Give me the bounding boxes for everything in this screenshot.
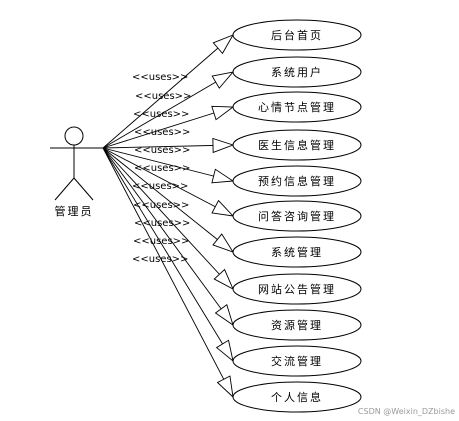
use-case-5: 预约信息管理: [232, 165, 362, 197]
use-case-2: 系统用户: [232, 56, 362, 88]
uses-relation-label: <<uses>>: [134, 127, 190, 138]
arrow-head: [211, 168, 235, 184]
association-line: [102, 106, 234, 149]
use-case-label: 预约信息管理: [258, 174, 336, 188]
use-cases: 后台首页系统用户心情节点管理医生信息管理预约信息管理问答咨询管理系统管理网站公告…: [232, 19, 362, 413]
association-line: [102, 34, 234, 149]
use-case-label: 资源管理: [271, 318, 323, 332]
uses-relation-label: <<uses>>: [135, 91, 191, 102]
actor-leg-left: [54, 177, 75, 201]
use-case-7: 系统管理: [232, 236, 362, 268]
association-line: [102, 71, 234, 149]
use-case-label: 个人信息: [271, 390, 323, 404]
uses-relation-label: <<uses>>: [132, 254, 188, 265]
use-case-label: 心情节点管理: [258, 100, 336, 114]
use-case-label: 网站公告管理: [258, 282, 336, 296]
actor-head: [64, 126, 84, 146]
use-case-1: 后台首页: [232, 19, 362, 51]
use-case-ellipse: [232, 91, 362, 123]
use-case-9: 资源管理: [232, 309, 362, 341]
arrow-head: [212, 233, 235, 253]
use-case-10: 交流管理: [232, 345, 362, 377]
association-line: [102, 147, 234, 398]
use-case-ellipse: [232, 236, 362, 268]
uses-relation-label: <<uses>>: [133, 109, 189, 120]
relation-labels: <<uses>> <<uses>> <<uses>> <<uses>> <<uses>>…: [132, 72, 191, 265]
association-line: [102, 147, 234, 362]
use-case-ellipse: [232, 309, 362, 341]
use-case-ellipse: [232, 129, 362, 161]
use-case-ellipse: [232, 273, 362, 305]
arrow-heads: [211, 34, 235, 399]
use-case-label: 系统管理: [271, 245, 323, 259]
watermark: CSDN @Weixin_DZbishe: [358, 407, 455, 416]
use-case-ellipse: [232, 165, 362, 197]
arrow-head: [214, 303, 234, 327]
association-lines: [102, 34, 234, 398]
arrow-head: [216, 375, 234, 399]
uses-relation-label: <<uses>>: [134, 145, 190, 156]
use-case-4: 医生信息管理: [232, 129, 362, 161]
arrow-head: [211, 199, 235, 217]
uses-relation-label: <<uses>>: [133, 200, 189, 211]
use-case-ellipse: [232, 56, 362, 88]
association-line: [102, 147, 234, 217]
uses-relation-label: <<uses>>: [134, 163, 190, 174]
use-case-ellipse: [232, 19, 362, 51]
use-case-3: 心情节点管理: [232, 91, 362, 123]
use-case-label: 系统用户: [271, 65, 323, 79]
use-case-6: 问答咨询管理: [232, 200, 362, 232]
association-line: [102, 147, 234, 326]
uses-relation-label: <<uses>>: [134, 218, 190, 229]
use-case-label: 医生信息管理: [258, 138, 336, 152]
arrow-head: [212, 34, 235, 55]
use-case-label: 后台首页: [271, 28, 323, 42]
arrow-head: [211, 105, 235, 121]
actor-label: 管理员: [55, 204, 94, 218]
actor-leg-right: [73, 177, 94, 201]
use-case-label: 交流管理: [271, 354, 323, 368]
use-case-ellipse: [232, 200, 362, 232]
use-case-label: 问答咨询管理: [258, 209, 336, 223]
arrow-head: [213, 268, 234, 291]
arrow-head: [211, 71, 235, 89]
actor-figure: [50, 126, 103, 201]
use-case-ellipse: [232, 381, 362, 413]
uses-relation-label: <<uses>>: [132, 72, 188, 83]
association-line: [102, 147, 234, 290]
uses-relation-label: <<uses>>: [132, 181, 188, 192]
uses-relation-label: <<uses>>: [133, 236, 189, 247]
use-case-ellipse: [232, 345, 362, 377]
use-case-11: 个人信息: [232, 381, 362, 413]
use-case-8: 网站公告管理: [232, 273, 362, 305]
arrow-head: [212, 137, 235, 154]
association-line: [102, 147, 234, 182]
arrow-head: [215, 339, 234, 363]
association-line: [102, 144, 234, 149]
association-line: [102, 147, 234, 253]
